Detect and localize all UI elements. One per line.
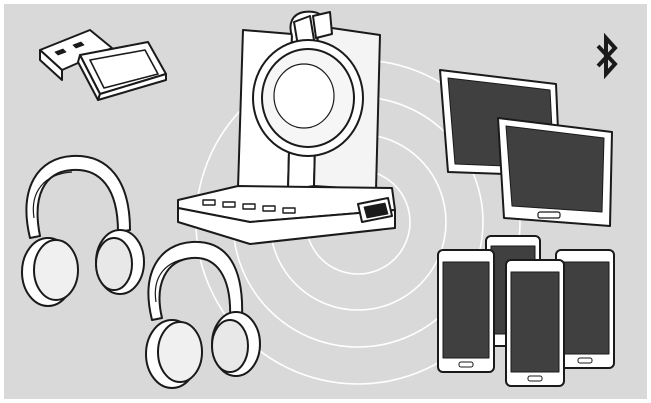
smartphone-icon xyxy=(438,250,494,372)
tablet-icon xyxy=(498,118,612,226)
smartphone-icon xyxy=(506,260,564,386)
